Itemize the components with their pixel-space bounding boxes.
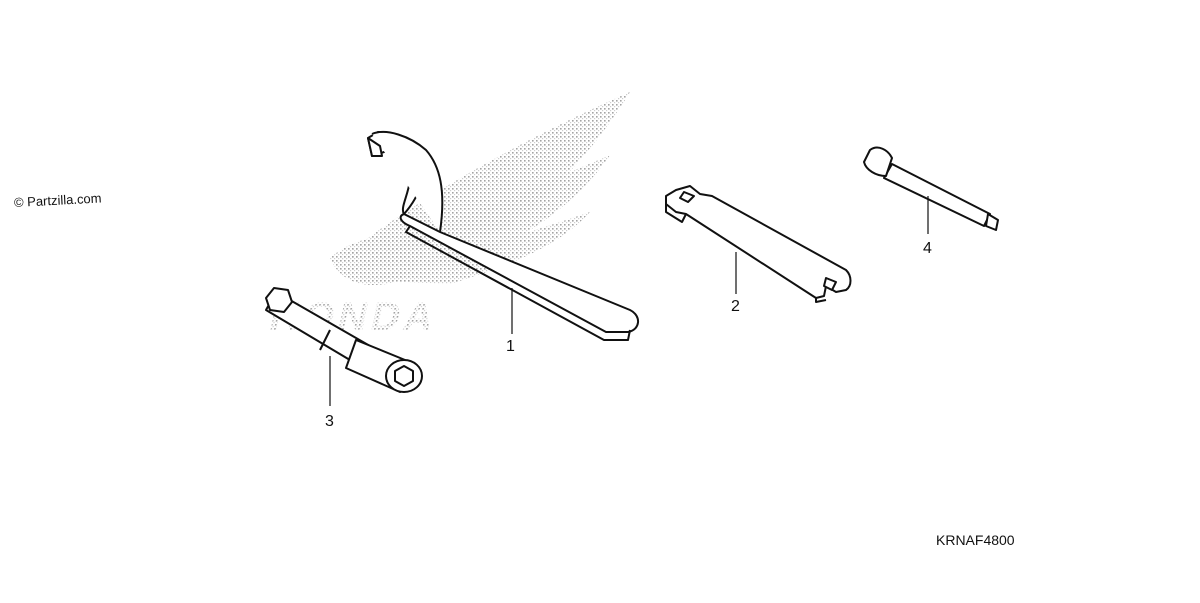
spanner-head bbox=[371, 131, 444, 233]
diagram-code: KRNAF4800 bbox=[936, 532, 1015, 548]
part-1-spanner-wrench bbox=[367, 131, 639, 341]
part-4-screwdriver bbox=[863, 146, 999, 231]
socket-band bbox=[319, 329, 331, 351]
screwdriver-shaft bbox=[883, 163, 991, 227]
screwdriver-grip bbox=[863, 146, 893, 177]
leader-lines bbox=[329, 196, 929, 406]
spanner-handle bbox=[399, 213, 639, 333]
part-3-plug-socket bbox=[265, 287, 423, 393]
socket-hex-bore bbox=[394, 365, 414, 387]
wrench-body bbox=[665, 185, 852, 299]
part-2-open-end-wrench bbox=[665, 185, 852, 303]
wing-feather-3 bbox=[360, 212, 590, 284]
wing-body bbox=[330, 234, 424, 285]
wrench-jaw-right bbox=[823, 277, 837, 291]
callout-4: 4 bbox=[923, 240, 932, 257]
wrench-side bbox=[665, 204, 827, 303]
spanner-hook-tip bbox=[367, 137, 383, 157]
wrench-jaw-left bbox=[679, 191, 695, 203]
callout-1: 1 bbox=[506, 338, 515, 355]
spanner-handle-edge bbox=[405, 225, 631, 341]
callout-3: 3 bbox=[325, 413, 334, 430]
callout-2: 2 bbox=[731, 298, 740, 315]
socket-top-nut bbox=[265, 287, 293, 313]
screwdriver-tip bbox=[985, 213, 999, 231]
